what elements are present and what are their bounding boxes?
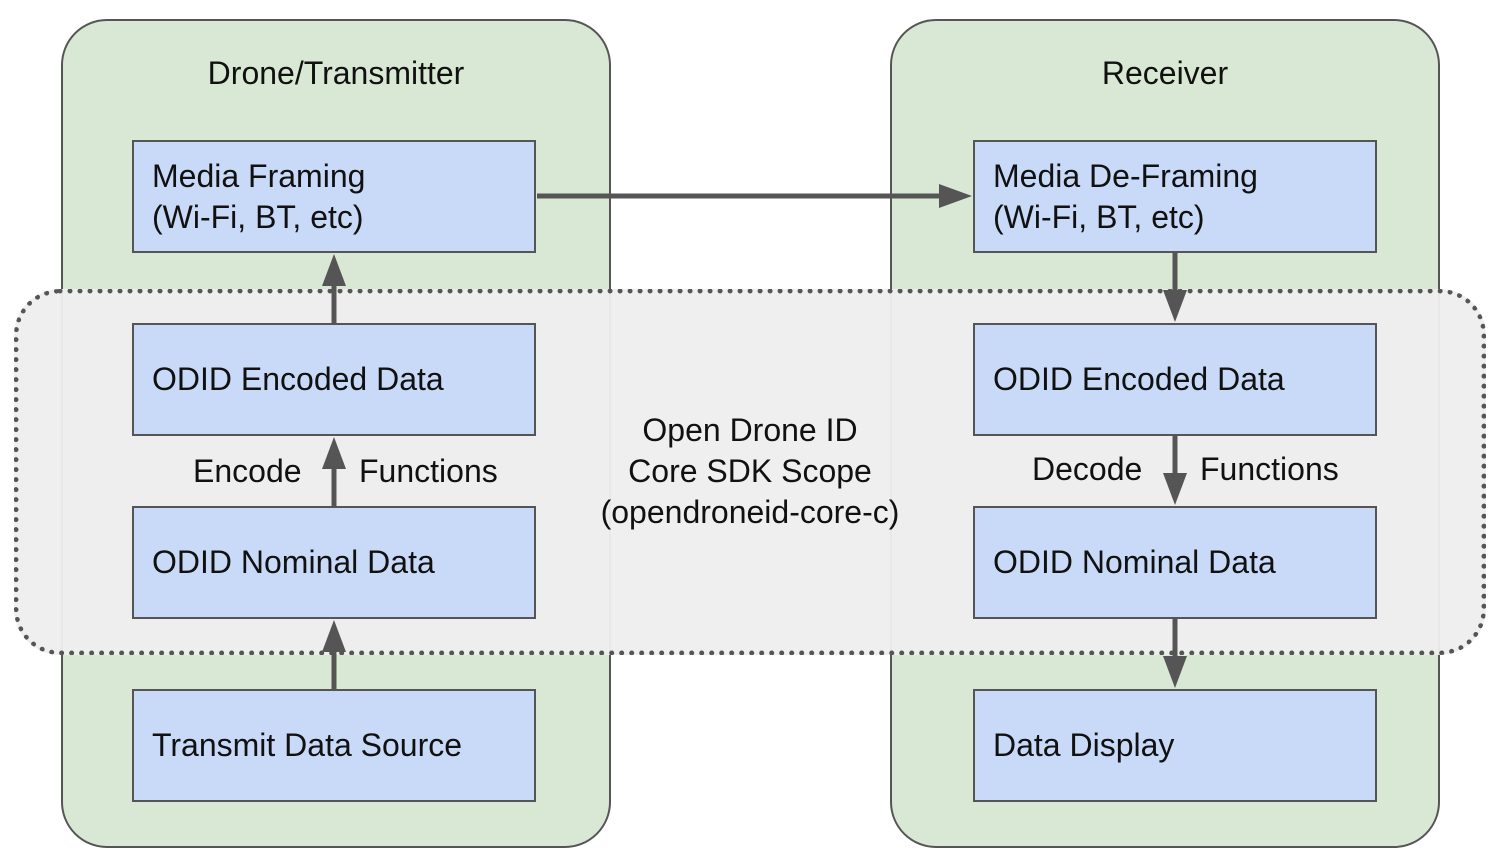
- arrowhead-nominal-to-encoded: [322, 437, 346, 469]
- receiver-title: Receiver: [1101, 55, 1229, 91]
- data-display-box: Data Display: [973, 689, 1377, 802]
- arrowhead-deframing-to-encoded: [1163, 290, 1187, 322]
- decode-functions-label: Functions: [1200, 451, 1339, 487]
- rx-encoded-data-box: ODID Encoded Data: [973, 323, 1377, 436]
- transmit-data-source-label: Transmit Data Source: [152, 727, 463, 763]
- tx-nominal-data-label: ODID Nominal Data: [152, 544, 435, 580]
- rx-encoded-data-label: ODID Encoded Data: [993, 361, 1285, 397]
- media-deframing-title: Media De-Framing: [993, 157, 1258, 194]
- arrowhead-framing-to-deframing: [939, 184, 972, 208]
- tx-encoded-data-box: ODID Encoded Data: [132, 323, 536, 436]
- arrowhead-encoded-to-framing: [322, 254, 346, 286]
- decode-label: Decode: [1032, 451, 1143, 487]
- core-sdk-scope-label: Open Drone ID Core SDK Scope (opendronei…: [560, 410, 940, 533]
- arrowhead-encoded-to-nominal: [1163, 473, 1187, 505]
- scope-line-3: (opendroneid-core-c): [600, 494, 900, 530]
- data-display-label: Data Display: [993, 727, 1175, 763]
- rx-nominal-data-label: ODID Nominal Data: [993, 544, 1276, 580]
- scope-line-2: Core SDK Scope: [628, 453, 872, 489]
- tx-nominal-data-box: ODID Nominal Data: [132, 506, 536, 619]
- rx-nominal-data-box: ODID Nominal Data: [973, 506, 1377, 619]
- encode-functions-label: Functions: [359, 453, 498, 489]
- transmitter-title: Drone/Transmitter: [207, 55, 465, 91]
- encode-label: Encode: [193, 453, 302, 489]
- media-framing-title: Media Framing: [152, 157, 366, 194]
- scope-line-1: Open Drone ID: [642, 412, 858, 448]
- tx-encoded-data-label: ODID Encoded Data: [152, 361, 444, 397]
- transmit-data-source-box: Transmit Data Source: [132, 689, 536, 802]
- media-deframing-box: Media De-Framing (Wi-Fi, BT, etc): [973, 140, 1377, 253]
- arrowhead-source-to-nominal: [322, 620, 346, 652]
- media-framing-box: Media Framing (Wi-Fi, BT, etc): [132, 140, 536, 253]
- media-deframing-subtitle: (Wi-Fi, BT, etc): [993, 198, 1205, 235]
- arrowhead-nominal-to-display: [1163, 656, 1187, 688]
- media-framing-subtitle: (Wi-Fi, BT, etc): [152, 198, 364, 235]
